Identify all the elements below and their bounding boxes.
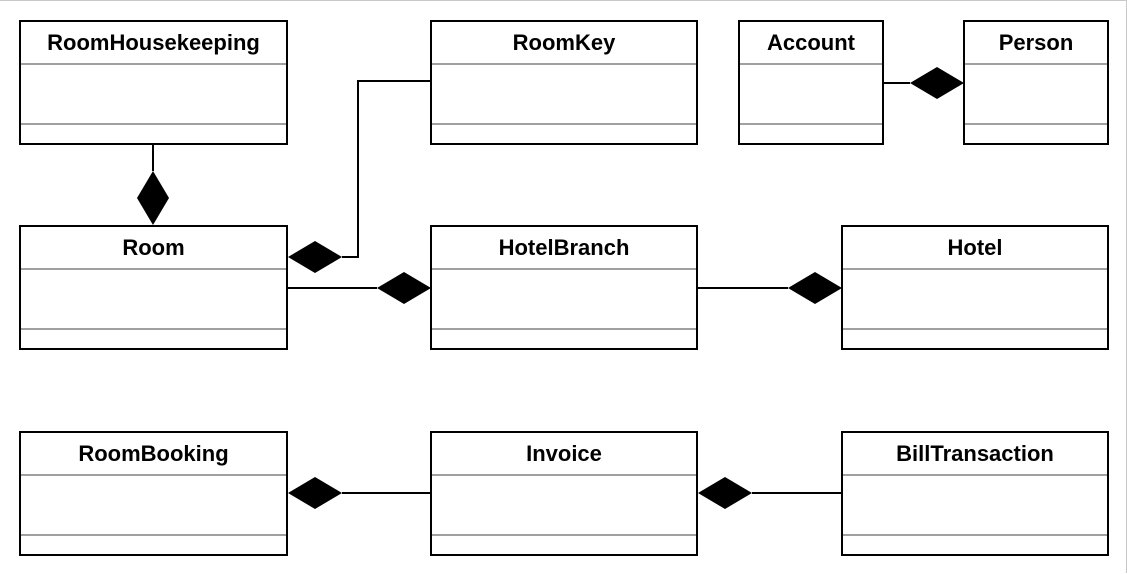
class-name: RoomBooking xyxy=(78,441,229,466)
attributes-compartment xyxy=(432,63,696,125)
class-roomkey[interactable]: RoomKey xyxy=(430,20,698,145)
composition-invoice-billtransaction[interactable] xyxy=(698,477,842,509)
composition-diamond xyxy=(288,477,342,509)
class-roombooking[interactable]: RoomBooking xyxy=(19,431,288,556)
class-name: RoomHousekeeping xyxy=(47,30,260,55)
class-hotelbranch[interactable]: HotelBranch xyxy=(430,225,698,350)
attributes-compartment xyxy=(432,474,696,536)
class-name: HotelBranch xyxy=(498,235,630,260)
composition-room-roomhousekeeping[interactable] xyxy=(137,144,169,225)
class-name: RoomKey xyxy=(512,30,616,55)
methods-compartment xyxy=(432,129,696,143)
composition-room-roomkey[interactable] xyxy=(288,80,431,273)
methods-compartment xyxy=(432,540,696,554)
methods-compartment xyxy=(21,334,286,348)
class-invoice[interactable]: Invoice xyxy=(430,431,698,556)
composition-hotel-hotelbranch[interactable] xyxy=(698,272,842,304)
methods-compartment xyxy=(21,540,286,554)
composition-diamond xyxy=(698,477,752,509)
class-room[interactable]: Room xyxy=(19,225,288,350)
methods-compartment xyxy=(965,129,1107,143)
class-roomhousekeeping[interactable]: RoomHousekeeping xyxy=(19,20,288,145)
attributes-compartment xyxy=(21,63,286,125)
composition-diamond xyxy=(288,241,342,273)
methods-compartment xyxy=(740,129,882,143)
class-name: Person xyxy=(998,30,1074,55)
composition-diamond xyxy=(910,67,964,99)
class-name: Invoice xyxy=(526,441,602,466)
composition-hotelbranch-room[interactable] xyxy=(288,272,431,304)
class-person[interactable]: Person xyxy=(963,20,1109,145)
class-billtransaction[interactable]: BillTransaction xyxy=(841,431,1109,556)
class-name: Room xyxy=(122,235,185,260)
methods-compartment xyxy=(843,334,1107,348)
class-name: Account xyxy=(767,30,855,55)
attributes-compartment xyxy=(843,474,1107,536)
attributes-compartment xyxy=(432,268,696,330)
composition-roombooking-invoice[interactable] xyxy=(288,477,431,509)
class-account[interactable]: Account xyxy=(738,20,884,145)
attributes-compartment xyxy=(21,474,286,536)
connector-line xyxy=(342,80,431,258)
methods-compartment xyxy=(21,129,286,143)
attributes-compartment xyxy=(21,268,286,330)
class-name: BillTransaction xyxy=(896,441,1054,466)
methods-compartment xyxy=(432,334,696,348)
attributes-compartment xyxy=(740,63,882,125)
composition-diamond xyxy=(137,171,169,225)
composition-person-account[interactable] xyxy=(883,67,964,99)
class-name: Hotel xyxy=(947,235,1003,260)
composition-diamond xyxy=(377,272,431,304)
attributes-compartment xyxy=(843,268,1107,330)
methods-compartment xyxy=(843,540,1107,554)
attributes-compartment xyxy=(965,63,1107,125)
composition-diamond xyxy=(788,272,842,304)
class-hotel[interactable]: Hotel xyxy=(841,225,1109,350)
